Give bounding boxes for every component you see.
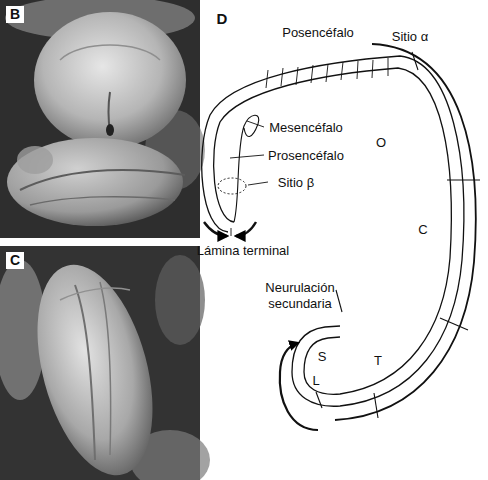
secondary-neurulation-arrow bbox=[280, 343, 318, 430]
cephalic-flexure bbox=[234, 115, 259, 222]
closure-arrow bbox=[204, 222, 227, 236]
leader-line bbox=[248, 182, 268, 185]
sem-photo-c bbox=[0, 246, 210, 480]
site-label: Sitio β bbox=[278, 175, 314, 190]
panel-label: B bbox=[6, 6, 24, 23]
closure-arrow bbox=[236, 222, 256, 236]
neural-tube-ventral bbox=[214, 68, 452, 394]
sem-photo-b bbox=[0, 0, 205, 238]
segment-boundaries bbox=[316, 52, 480, 418]
segment-label: L bbox=[312, 373, 319, 388]
embryo-schema bbox=[202, 44, 480, 430]
region-label: Lámina terminal bbox=[197, 243, 290, 258]
leader-line bbox=[231, 228, 232, 236]
panel-label: C bbox=[6, 252, 24, 269]
process-label: Neurulación secundaria bbox=[257, 280, 343, 312]
segment-label: C bbox=[418, 222, 427, 237]
body-wall bbox=[335, 44, 476, 420]
rhombomere-ticks bbox=[266, 58, 388, 88]
segment-label: O bbox=[376, 135, 386, 150]
site-beta-region bbox=[218, 178, 246, 194]
neural-tube-dorsal bbox=[202, 56, 464, 406]
region-label: Prosencéfalo bbox=[268, 148, 344, 163]
region-label: Posencéfalo bbox=[282, 25, 354, 40]
panel-label: D bbox=[217, 11, 228, 26]
site-label: Sitio α bbox=[392, 29, 428, 44]
region-label: Mesencéfalo bbox=[269, 120, 343, 135]
leader-line bbox=[247, 121, 264, 127]
segment-label: S bbox=[318, 349, 327, 364]
leader-line bbox=[230, 155, 264, 158]
segment-label: T bbox=[374, 353, 382, 368]
